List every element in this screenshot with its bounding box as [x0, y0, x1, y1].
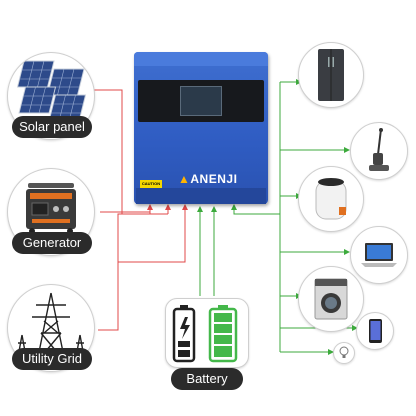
laptop-load	[350, 226, 408, 284]
power-tower-icon	[17, 292, 85, 358]
vacuum-cleaner-icon	[369, 128, 389, 171]
refrigerator-load	[298, 42, 364, 108]
light-bulb-icon	[339, 346, 349, 358]
brand-text: ANENJI	[190, 172, 238, 186]
solar-panel-label: Solar panel	[12, 116, 92, 138]
battery-wires	[199, 208, 215, 296]
battery-arrows	[197, 206, 217, 212]
battery-storage	[165, 298, 249, 368]
inverter-bottom-panel	[136, 188, 266, 204]
battery-label: Battery	[171, 368, 243, 390]
caution-label: CAUTION	[140, 180, 162, 188]
inverter: ▲ANENJI	[134, 52, 268, 204]
air-purifier-load	[298, 166, 364, 232]
input-wires	[88, 89, 186, 331]
inverter-lcd-screen	[180, 86, 222, 116]
smartphone-icon	[369, 319, 382, 343]
inverter-top	[134, 52, 268, 66]
refrigerator-icon	[318, 49, 344, 101]
brand-logo-icon: ▲	[178, 172, 191, 186]
utility-grid-label: Utility Grid	[12, 348, 92, 370]
air-purifier-icon	[315, 178, 347, 220]
inverter-brand: ▲ANENJI	[178, 172, 237, 186]
battery-icon	[172, 305, 238, 363]
washing-machine-icon	[314, 278, 348, 320]
grid-wire-link	[117, 213, 150, 262]
generator-icon	[26, 183, 76, 234]
vacuum-load	[350, 122, 408, 180]
smartphone-load	[356, 312, 394, 350]
generator-label: Generator	[12, 232, 92, 254]
washing-machine-load	[298, 266, 364, 332]
light-bulb-load	[333, 342, 355, 364]
laptop-icon	[361, 243, 397, 267]
input-arrows	[147, 204, 188, 210]
